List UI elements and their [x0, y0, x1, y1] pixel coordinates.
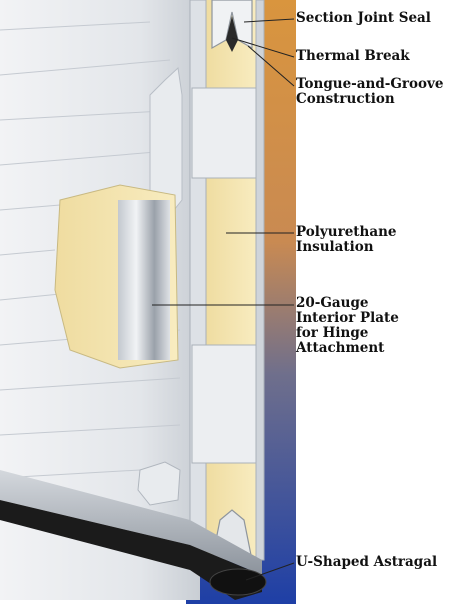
- leader-lines: [152, 18, 295, 581]
- label-polyurethane-insulation: Polyurethane Insulation: [296, 224, 397, 255]
- bottom-rail: [0, 470, 262, 575]
- hinge-block-lower: [191, 344, 257, 464]
- label-interior-plate: 20-Gauge Interior Plate for Hinge Attach…: [296, 295, 399, 356]
- edge-insulation: [205, 0, 257, 560]
- u-shaped-astragal-shape: [209, 568, 267, 596]
- bottom-rubber-strip: [0, 500, 262, 600]
- section-joint-seal-shape: [211, 0, 253, 50]
- label-thermal-break: Thermal Break: [296, 48, 410, 64]
- inner-steel-liner: [189, 0, 207, 561]
- lower-cutaway: [137, 461, 181, 506]
- thermal-break-shape: [226, 16, 238, 52]
- hinge-block-upper: [191, 87, 257, 179]
- label-tongue-and-groove: Tongue-and-Groove Construction: [296, 76, 444, 107]
- label-u-shaped-astragal: U-Shaped Astragal: [296, 554, 438, 570]
- interior-plate: [118, 200, 170, 360]
- label-section-joint-seal: Section Joint Seal: [296, 10, 431, 26]
- outer-steel-liner: [255, 0, 265, 561]
